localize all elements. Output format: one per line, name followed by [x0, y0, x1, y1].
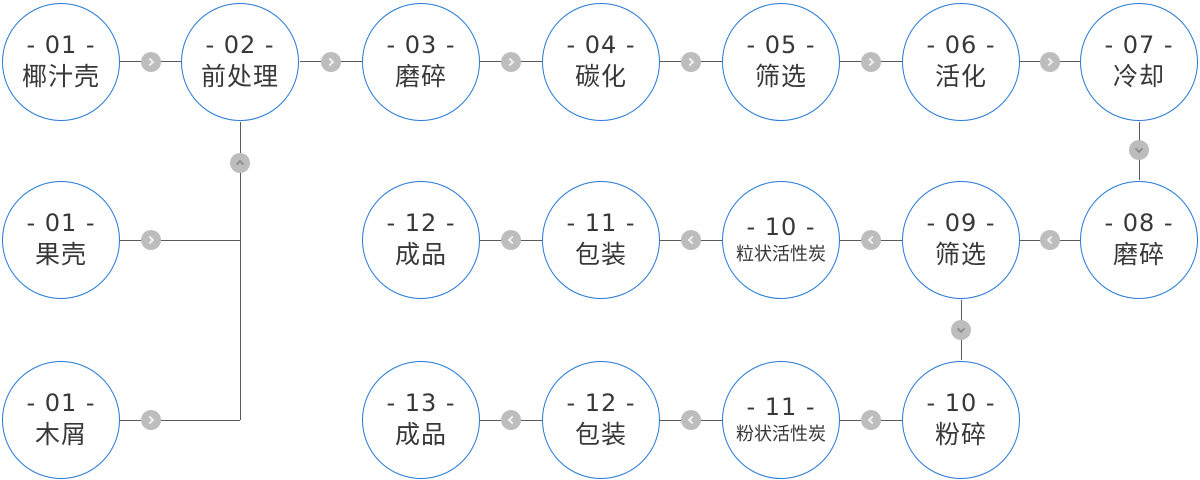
- chevron-left-icon: [1040, 230, 1060, 250]
- node-nut-shell: - 01 - 果壳: [2, 181, 120, 299]
- chevron-glyph: [145, 235, 155, 245]
- node-label: 木屑: [34, 420, 87, 450]
- node-label: 粒状活性炭: [736, 244, 826, 266]
- chevron-glyph: [507, 235, 517, 245]
- chevron-right-icon: [141, 52, 161, 72]
- node-number: - 04 -: [566, 31, 636, 60]
- node-screening: - 05 - 筛选: [722, 3, 840, 121]
- connector-line: [120, 420, 240, 421]
- node-number: - 12 -: [566, 389, 636, 418]
- node-label: 椰汁壳: [21, 62, 100, 92]
- node-number: - 10 -: [746, 213, 816, 242]
- node-number: - 01 -: [26, 209, 96, 238]
- chevron-glyph: [145, 57, 155, 67]
- chevron-left-icon: [861, 410, 881, 430]
- chevron-left-icon: [681, 230, 701, 250]
- chevron-glyph: [145, 415, 155, 425]
- node-activation: - 06 - 活化: [902, 3, 1020, 121]
- node-screening-2: - 09 - 筛选: [902, 181, 1020, 299]
- node-carbonization: - 04 - 碳化: [542, 3, 660, 121]
- node-label: 包装: [574, 420, 627, 450]
- node-pretreatment: - 02 - 前处理: [181, 3, 299, 121]
- chevron-right-icon: [501, 52, 521, 72]
- node-packaging-powdered: - 12 - 包装: [542, 361, 660, 479]
- chevron-glyph: [1134, 144, 1144, 154]
- chevron-right-icon: [321, 52, 341, 72]
- chevron-down-icon: [1129, 140, 1149, 160]
- node-sawdust: - 01 - 木屑: [2, 361, 120, 479]
- node-pulverizing: - 10 - 粉碎: [902, 361, 1020, 479]
- chevron-right-icon: [141, 230, 161, 250]
- chevron-glyph: [867, 415, 877, 425]
- node-number: - 07 -: [1104, 31, 1174, 60]
- node-label: 成品: [394, 420, 447, 450]
- node-number: - 13 -: [386, 389, 456, 418]
- node-number: - 10 -: [926, 389, 996, 418]
- node-number: - 12 -: [386, 209, 456, 238]
- node-packaging-granular: - 11 - 包装: [542, 181, 660, 299]
- node-number: - 01 -: [26, 31, 96, 60]
- node-label: 筛选: [754, 62, 807, 92]
- connector-line: [240, 122, 241, 420]
- node-grinding: - 03 - 磨碎: [362, 3, 480, 121]
- node-label: 冷却: [1112, 62, 1165, 92]
- node-label: 粉碎: [934, 420, 987, 450]
- chevron-glyph: [1046, 235, 1056, 245]
- node-label: 碳化: [574, 62, 627, 92]
- chevron-glyph: [687, 235, 697, 245]
- node-label: 筛选: [934, 240, 987, 270]
- node-number: - 02 -: [205, 31, 275, 60]
- node-label: 包装: [574, 240, 627, 270]
- chevron-left-icon: [681, 410, 701, 430]
- chevron-glyph: [865, 57, 875, 67]
- node-number: - 08 -: [1104, 209, 1174, 238]
- chevron-glyph: [507, 415, 517, 425]
- chevron-glyph: [867, 235, 877, 245]
- node-finished-product-powdered: - 13 - 成品: [362, 361, 480, 479]
- chevron-left-icon: [501, 410, 521, 430]
- chevron-left-icon: [861, 230, 881, 250]
- node-number: - 01 -: [26, 389, 96, 418]
- node-cooling: - 07 - 冷却: [1080, 3, 1198, 121]
- node-label: 磨碎: [394, 62, 447, 92]
- node-label: 活化: [934, 62, 987, 92]
- node-label: 果壳: [34, 240, 87, 270]
- node-number: - 09 -: [926, 209, 996, 238]
- node-number: - 11 -: [566, 209, 636, 238]
- chevron-up-icon: [230, 153, 250, 173]
- node-number: - 06 -: [926, 31, 996, 60]
- node-number: - 03 -: [386, 31, 456, 60]
- chevron-glyph: [687, 415, 697, 425]
- node-powdered-activated-carbon: - 11 - 粉状活性炭: [722, 361, 840, 479]
- node-grinding-2: - 08 - 磨碎: [1080, 181, 1198, 299]
- node-label: 粉状活性炭: [736, 424, 826, 446]
- chevron-right-icon: [861, 52, 881, 72]
- node-granular-activated-carbon: - 10 - 粒状活性炭: [722, 181, 840, 299]
- chevron-right-icon: [681, 52, 701, 72]
- chevron-glyph: [956, 324, 966, 334]
- chevron-left-icon: [501, 230, 521, 250]
- node-label: 磨碎: [1112, 240, 1165, 270]
- connector-line: [120, 240, 240, 241]
- node-label: 前处理: [200, 62, 279, 92]
- node-number: - 11 -: [746, 393, 816, 422]
- chevron-down-icon: [951, 320, 971, 340]
- chevron-right-icon: [1040, 52, 1060, 72]
- chevron-glyph: [235, 159, 245, 169]
- node-number: - 05 -: [746, 31, 816, 60]
- chevron-glyph: [685, 57, 695, 67]
- node-label: 成品: [394, 240, 447, 270]
- node-finished-product-granular: - 12 - 成品: [362, 181, 480, 299]
- chevron-glyph: [325, 57, 335, 67]
- node-coconut-shell: - 01 - 椰汁壳: [2, 3, 120, 121]
- chevron-glyph: [1044, 57, 1054, 67]
- chevron-glyph: [505, 57, 515, 67]
- chevron-right-icon: [141, 410, 161, 430]
